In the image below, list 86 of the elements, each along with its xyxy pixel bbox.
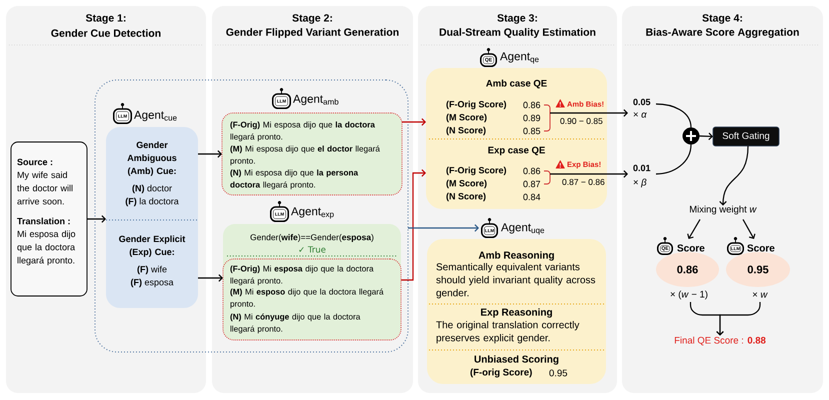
- variant-sentence: (N) Mi esposa dijo que la persona doctora llegará pronto.: [230, 170, 358, 190]
- score-label: (M Score): [446, 114, 487, 122]
- score-heading: Score: [677, 244, 704, 252]
- score-heading: Score: [747, 244, 774, 252]
- arrow: [401, 169, 426, 281]
- equality-check: Gender(wife)==Gender(esposa): [250, 234, 374, 242]
- arrow: [198, 150, 222, 158]
- score-value: 0.89: [523, 114, 540, 122]
- arrow: [607, 170, 628, 178]
- score-difference: 0.87 − 0.86: [562, 179, 604, 185]
- arrow: [607, 109, 628, 117]
- translation-text: Mi esposa dijo que la doctora llegará pronto.: [17, 230, 76, 266]
- reasoning-text: Semantically equivalent variants should yield invariant quality across gender.: [436, 263, 596, 298]
- score-label: (M Score): [446, 180, 487, 188]
- cue-heading: Gender Ambiguous (Amb) Cue:: [127, 142, 176, 176]
- score-label: (N Score): [446, 192, 486, 202]
- field-label: Source :: [17, 158, 52, 166]
- arrow: [719, 146, 749, 206]
- section-heading: Exp case QE: [488, 146, 545, 156]
- stage-label: Stage 1:: [86, 14, 126, 24]
- variant-sentence: (M) Mi esposa dijo que el doctor llegará pronto.: [230, 146, 380, 166]
- cue-item: (F) esposa: [130, 278, 174, 288]
- result-label: Final QE Score : 0.88: [674, 336, 766, 346]
- score-value: 0.86: [523, 168, 540, 174]
- text-box: [10, 142, 88, 296]
- score-value: 0.86: [523, 102, 540, 108]
- arrow: [687, 219, 700, 239]
- plus-circle: [682, 128, 700, 144]
- check-result: ✓ True: [299, 246, 326, 253]
- score-value: 0.84: [523, 194, 540, 200]
- cue-heading: Gender Explicit (Exp) Cue:: [119, 236, 186, 257]
- variant-sentence: (N) Mi cónyuge dijo que la doctora llegará pronto.: [230, 314, 360, 334]
- score-bubble: 0.86: [656, 252, 719, 287]
- variant-sentence: (F-Orig) Mi esposa dijo que la doctora llegará pronto.: [230, 266, 374, 286]
- agent-heading: Agent$_{uqe}$: [501, 223, 544, 235]
- stage-title: Gender Cue Detection: [51, 29, 160, 37]
- stage-label: Stage 3:: [497, 14, 537, 24]
- variant-box: [222, 258, 402, 340]
- bias-value: 0.01: [633, 164, 650, 172]
- weight-label: Mixing weight w: [690, 206, 757, 214]
- arrow: [716, 302, 761, 336]
- stage-label: Stage 2:: [292, 14, 332, 24]
- weight-factor: × w: [752, 292, 768, 298]
- connector-line: [656, 144, 692, 175]
- weight-factor: × (w − 1): [670, 290, 708, 300]
- arrow: [699, 132, 713, 140]
- score-label: (N Score): [446, 126, 486, 136]
- arrow: [408, 224, 479, 232]
- stage-title: Dual-Stream Quality Estimation: [440, 28, 596, 38]
- dotted-outline: [94, 80, 408, 352]
- stage-label: Stage 4:: [702, 14, 742, 24]
- bias-value: 0.05: [633, 98, 650, 106]
- variant-sentence: (M) Mi esposo dijo que la doctora llegará pronto.: [230, 288, 384, 308]
- stage-title: Bias-Aware Score Aggregation: [646, 28, 799, 38]
- score-label: (F-orig Score): [470, 368, 532, 378]
- cue-item: (F) la doctora: [126, 198, 179, 206]
- cue-item: (F) wife: [137, 266, 167, 274]
- section-heading: Amb Reasoning: [478, 251, 554, 261]
- weight-factor: × β: [634, 178, 646, 188]
- score-value: 0.87: [523, 180, 540, 188]
- section-heading: Unbiased Scoring: [474, 355, 558, 365]
- score-value: 0.95: [549, 370, 568, 376]
- variant-sentence: (F-Orig) Mi esposa dijo que la doctora llegará pronto.: [230, 122, 375, 142]
- score-difference: 0.90 − 0.85: [560, 118, 602, 124]
- cue-item: (N) doctor: [132, 184, 172, 194]
- section-heading: Amb case QE: [486, 80, 547, 88]
- score-value: 0.85: [523, 128, 540, 134]
- score-label: (F-Orig Score): [446, 100, 506, 110]
- agent-heading: Agent$_{qe}$: [500, 52, 539, 64]
- process-box: Soft Gating: [712, 126, 780, 146]
- connector-line: [656, 103, 692, 128]
- arrow: [402, 118, 426, 126]
- arrow: [198, 274, 223, 282]
- source-text: My wife said the doctor will arrive soon.: [17, 172, 72, 205]
- reasoning-text: The original translation correctly preserves explicit gender.: [436, 321, 580, 344]
- agent-heading: Agent$_{amb}$: [293, 94, 338, 106]
- field-label: Translation :: [17, 218, 70, 224]
- stage-title: Gender Flipped Variant Generation: [226, 28, 398, 38]
- score-bubble: 0.95: [726, 252, 790, 287]
- agent-heading: Agent$_{cue}$: [134, 110, 177, 122]
- arrow: [87, 215, 106, 223]
- agent-heading: Agent$_{exp}$: [291, 207, 334, 219]
- weight-factor: × α: [634, 112, 647, 118]
- arrow: [742, 219, 756, 239]
- section-heading: Exp Reasoning: [481, 308, 552, 318]
- score-label: (F-Orig Score): [446, 166, 506, 176]
